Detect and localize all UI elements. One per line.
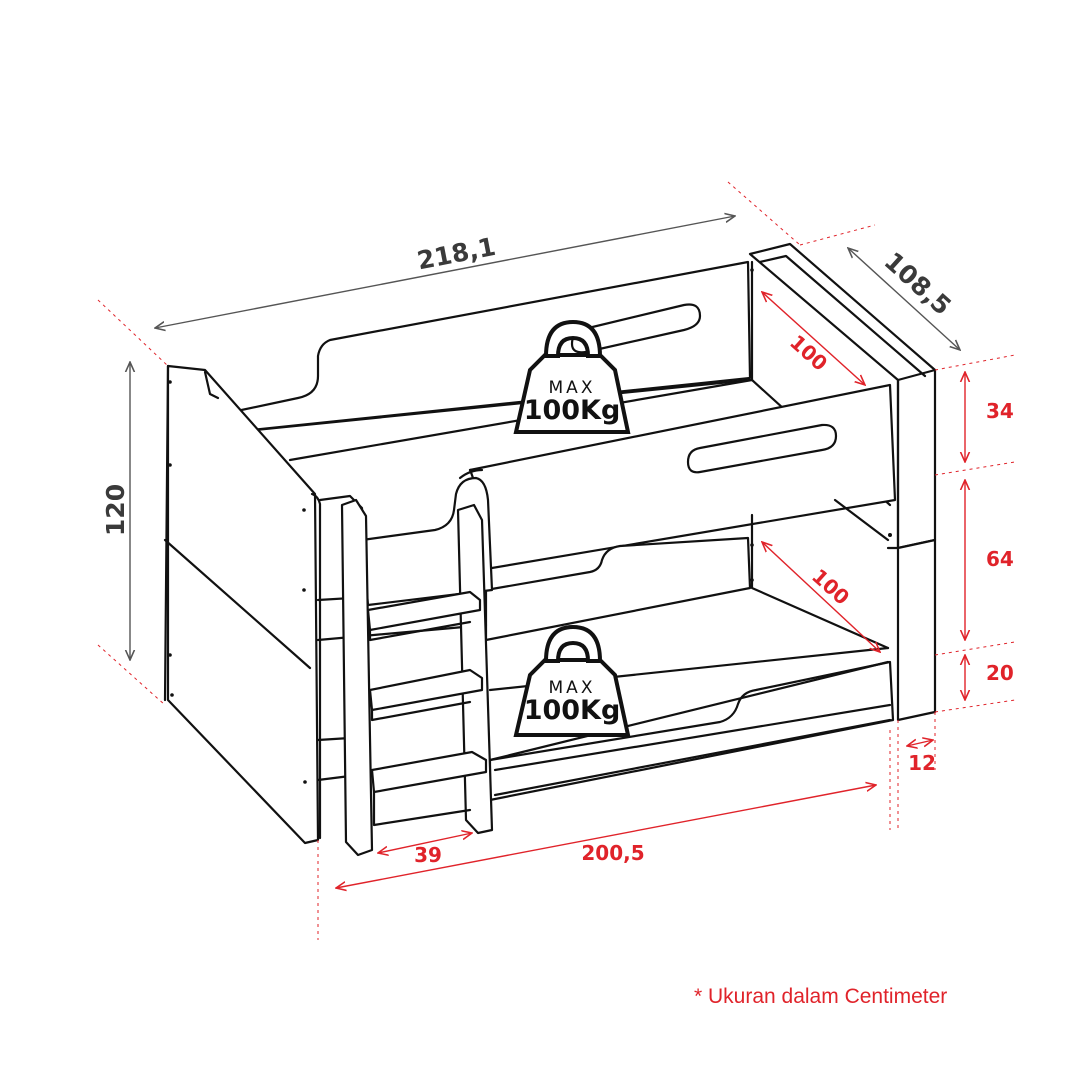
units-note: * Ukuran dalam Centimeter	[694, 985, 948, 1008]
dim-width-total: 108,5	[879, 246, 957, 320]
dim-mattress-length: 200,5	[581, 841, 644, 865]
dim-bottom-inner-length: 100	[807, 564, 854, 610]
dim-clearance-height: 64	[986, 547, 1014, 571]
badge-bottom-capacity: 100Kg	[524, 695, 621, 726]
dim-lower-frame-height: 20	[986, 661, 1014, 685]
weight-badge-bottom: MAX 100Kg	[513, 624, 631, 737]
dimension-lines	[97, 181, 1016, 940]
badge-bottom-label: MAX	[549, 678, 596, 698]
dim-length-total: 218,1	[415, 232, 498, 276]
badge-top-capacity: 100Kg	[524, 395, 621, 426]
dim-guard-height: 34	[986, 399, 1014, 423]
badge-top-label: MAX	[549, 378, 596, 398]
dim-ladder-width: 39	[414, 843, 442, 867]
dim-top-inner-length: 100	[785, 330, 832, 376]
dim-height-total: 120	[101, 484, 130, 536]
dim-post-thickness: 12	[908, 751, 936, 775]
